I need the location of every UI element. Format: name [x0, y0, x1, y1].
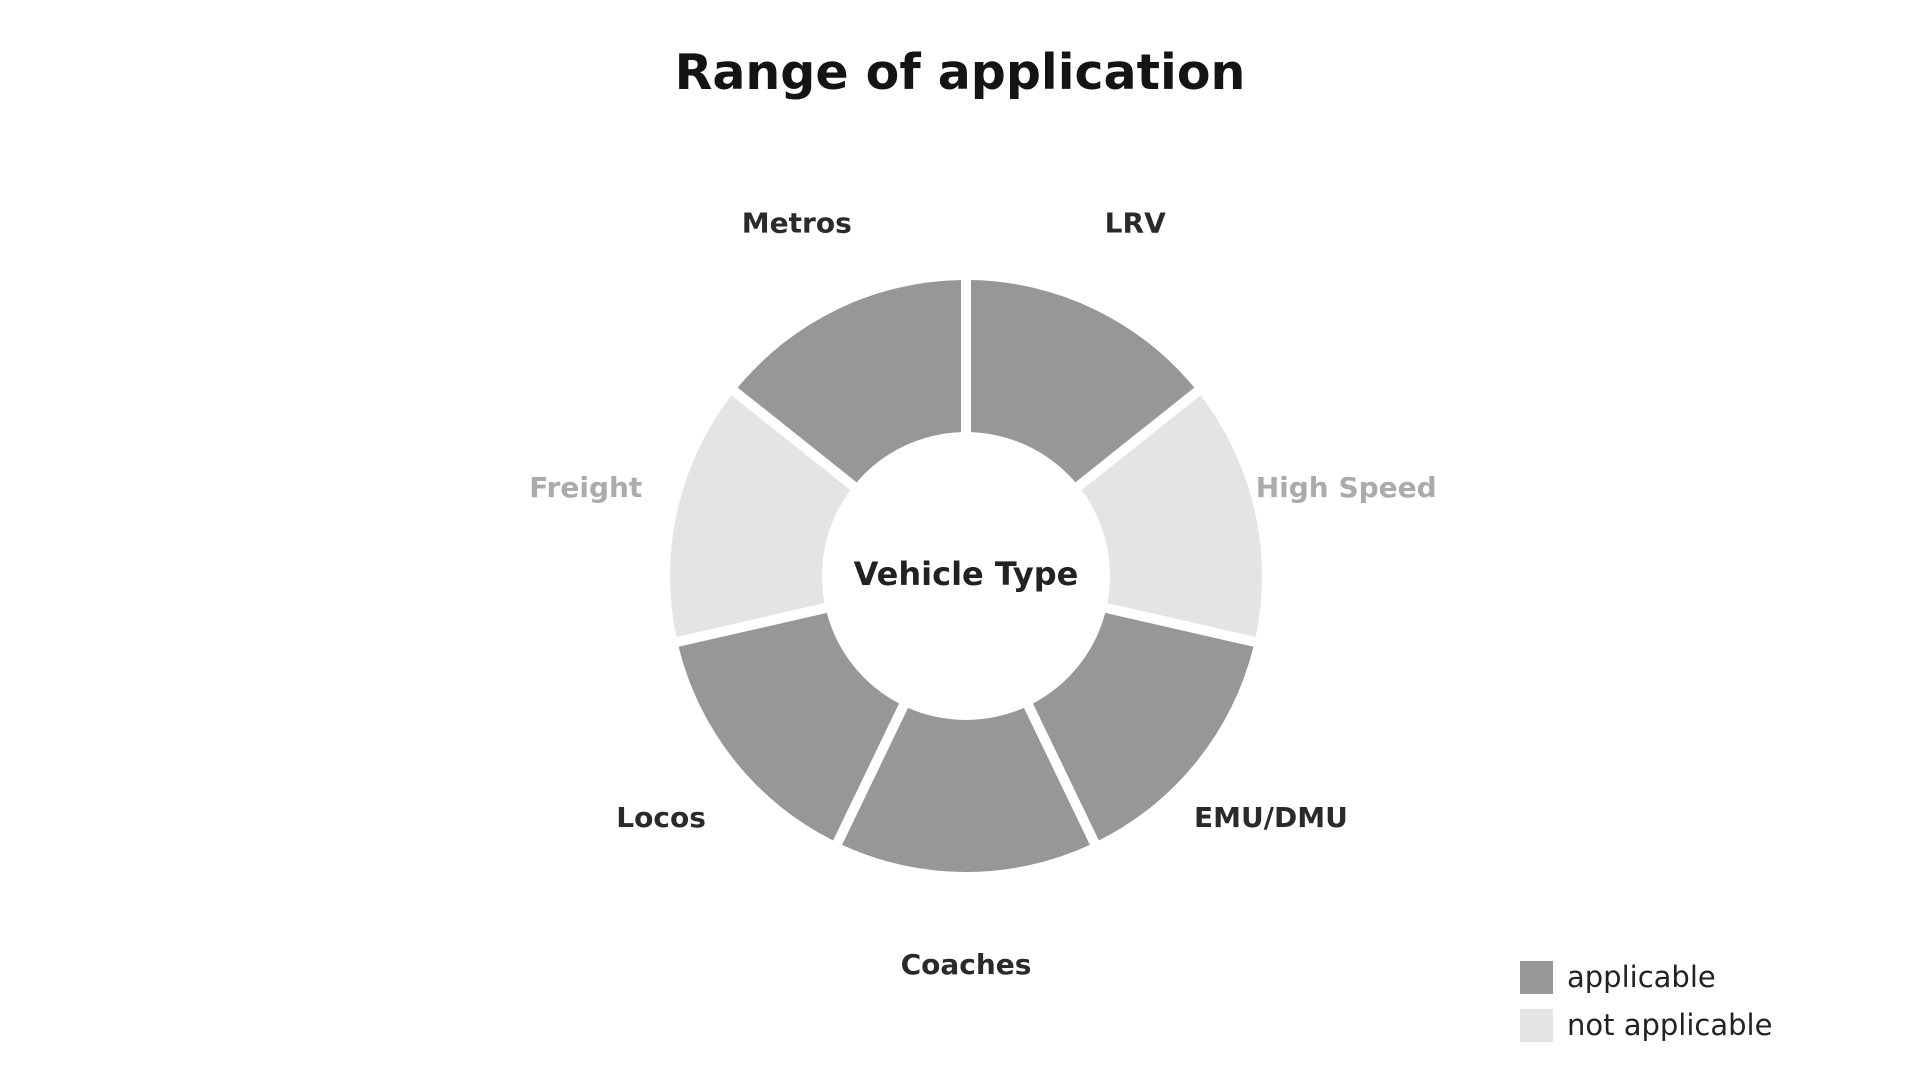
legend-item-applicable: applicable: [1520, 960, 1772, 994]
legend: applicable not applicable: [1520, 960, 1772, 1056]
segment-coaches: [842, 707, 1090, 873]
segment-label-emu-dmu: EMU/DMU: [1194, 801, 1348, 834]
segment-label-high-speed: High Speed: [1256, 471, 1437, 504]
center-label: Vehicle Type: [854, 555, 1079, 593]
legend-swatch-applicable: [1520, 960, 1553, 994]
segment-label-locos: Locos: [616, 801, 706, 834]
legend-swatch-not-applicable: [1520, 1008, 1553, 1042]
segment-high-speed: [1081, 395, 1262, 637]
legend-label-not-applicable: not applicable: [1567, 1008, 1773, 1042]
legend-item-not-applicable: not applicable: [1520, 1008, 1772, 1042]
segment-label-coaches: Coaches: [901, 948, 1032, 981]
segment-emu-dmu: [1032, 612, 1254, 841]
segment-metros: [737, 280, 962, 483]
legend-label-applicable: applicable: [1567, 960, 1716, 994]
chart-title: Range of application: [674, 44, 1246, 101]
segment-label-lrv: LRV: [1105, 207, 1166, 240]
segment-label-freight: Freight: [529, 471, 642, 504]
segment-label-metros: Metros: [742, 207, 852, 240]
segments-layer: [670, 280, 1262, 873]
segment-freight: [670, 395, 851, 637]
segment-lrv: [970, 280, 1195, 483]
segment-locos: [678, 612, 900, 841]
